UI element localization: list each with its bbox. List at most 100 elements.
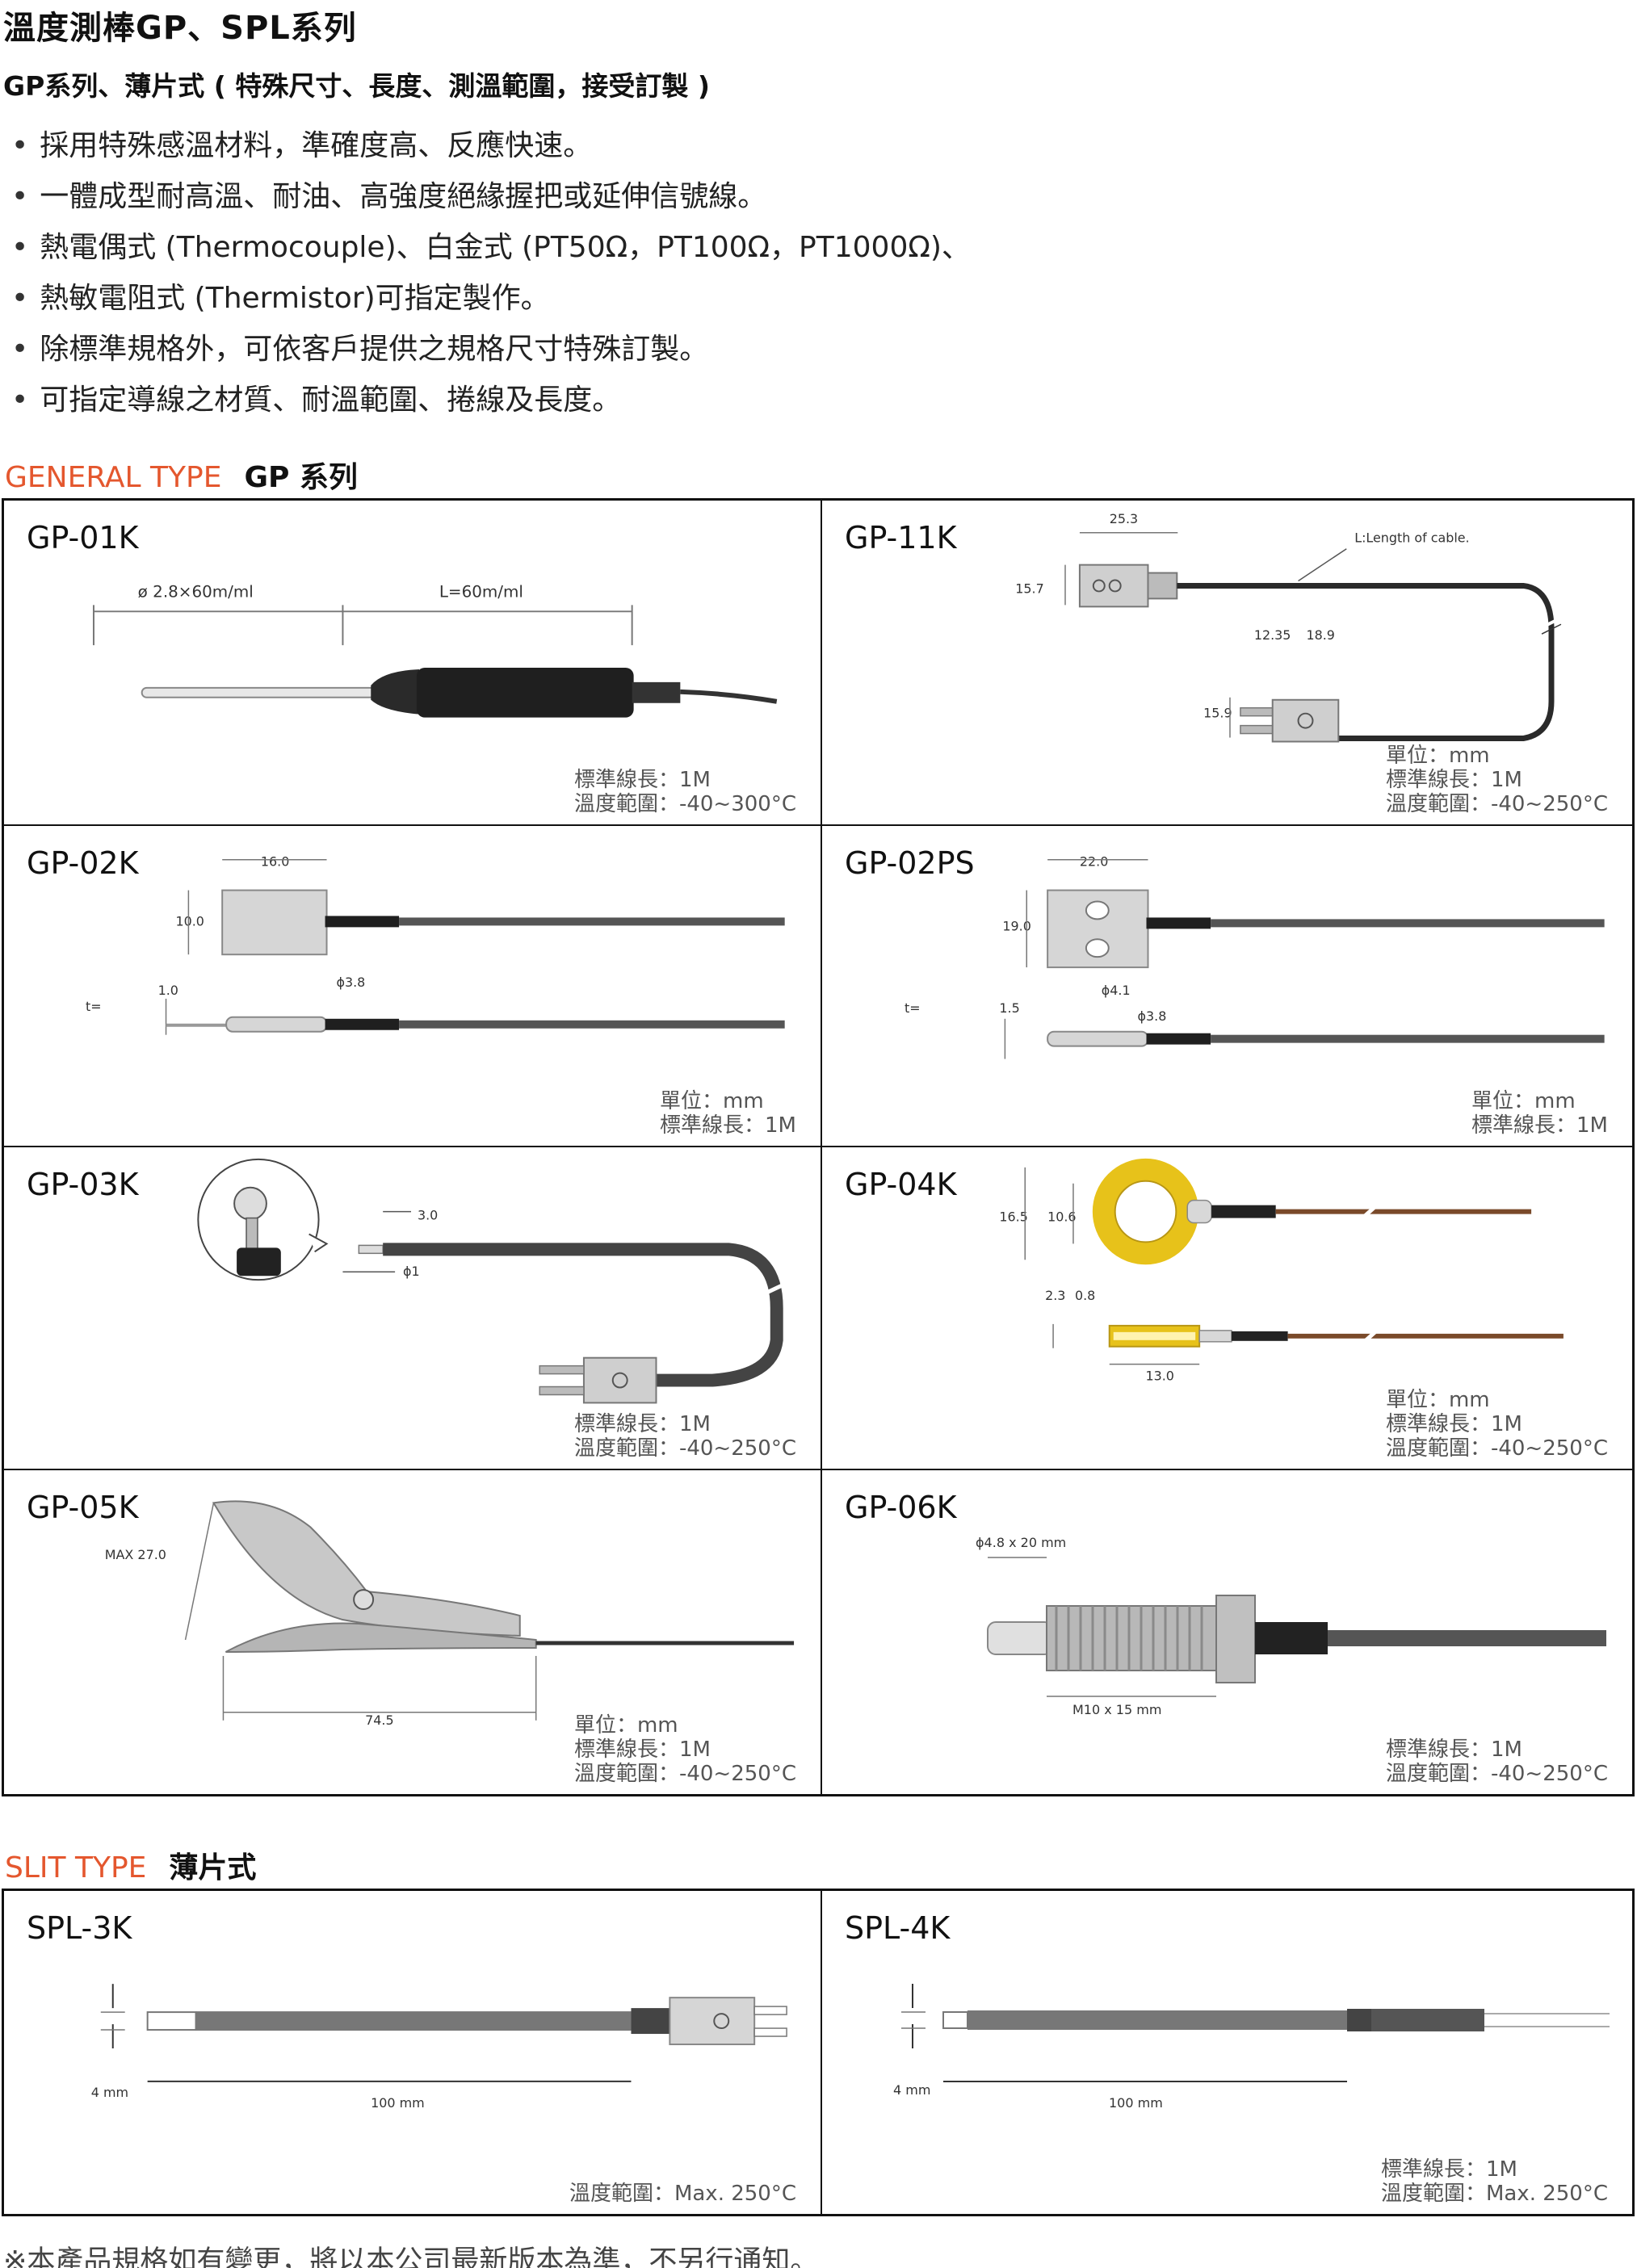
- feature-item: 熱電偶式 (Thermocouple)、白金式 (PT50Ω，PT100Ω，PT…: [11, 231, 971, 282]
- spec-line: 溫度範圍：-40~250°C: [1385, 792, 1608, 816]
- product-cell-spl4k: SPL-4K 4 mm 100 mm 標準線長：1M 溫度範圍：Max. 250…: [822, 1891, 1632, 2214]
- gp05k-diagram: MAX 27.0 74.5: [105, 1500, 795, 1728]
- gp03k-diagram: 3.0 ϕ1: [197, 1158, 790, 1404]
- model-name: SPL-4K: [845, 1910, 951, 1946]
- model-name: GP-04K: [845, 1167, 957, 1202]
- product-cell-gp02ps: GP-02PS 22.0 19.0 ϕ4.1 ϕ3.8 t= 1.5 單位：mm…: [822, 826, 1632, 1147]
- cable: [1328, 1630, 1606, 1646]
- dim-diameter: ϕ1: [403, 1264, 420, 1279]
- connector-female: [1078, 564, 1149, 608]
- model-name: GP-06K: [845, 1490, 957, 1525]
- spec-line: 溫度範圍：-40~250°C: [1385, 1436, 1608, 1461]
- product-cell-gp11k: GP-11K 25.3 15.7 L:Length of cable. 12.3…: [822, 501, 1632, 826]
- dim-gap: 0.8: [1075, 1288, 1095, 1303]
- spl4k-diagram: 4 mm 100 mm: [893, 1984, 1610, 2111]
- spec-block: 標準線長：1M 溫度範圍：-40~250°C: [574, 1412, 796, 1461]
- dim-height: 15.7: [1015, 581, 1043, 596]
- dim-width: 4 mm: [893, 2082, 930, 2098]
- dim-diameter: ø 2.8×60m/ml: [138, 582, 254, 601]
- model-name: GP-01K: [27, 520, 139, 555]
- section-title-en: SLIT TYPE: [5, 1851, 147, 1884]
- gp02ps-diagram: 22.0 19.0 ϕ4.1 ϕ3.8 t= 1.5: [905, 854, 1605, 1059]
- probe-cable: [680, 689, 778, 704]
- product-cell-gp05k: GP-05K MAX 27.0 74.5 單位：mm 標準線長：1M 溫度範圍：…: [4, 1470, 822, 1794]
- model-name: GP-11K: [845, 520, 957, 555]
- spec-line: 溫度範圍：-40~250°C: [1385, 1762, 1608, 1786]
- spec-block: 標準線長：1M 溫度範圍：-40~250°C: [1386, 1738, 1608, 1786]
- connector-male: [1271, 698, 1340, 743]
- general-type-grid: GP-01K ø 2.8×60m/ml L=60m/ml 標準線長：1M 溫度範…: [2, 498, 1635, 1796]
- model-name: GP-02K: [27, 845, 139, 881]
- product-cell-gp01k: GP-01K ø 2.8×60m/ml L=60m/ml 標準線長：1M 溫度範…: [4, 501, 822, 826]
- spec-line: 標準線長：1M: [660, 1113, 796, 1138]
- feature-item: 可指定導線之材質、耐溫範圍、捲線及長度。: [11, 384, 971, 434]
- slit-type-heading: SLIT TYPE 薄片式: [5, 1844, 256, 1886]
- dim-hole: ϕ4.1: [1102, 983, 1131, 998]
- spec-line: 單位：mm: [1385, 1388, 1490, 1412]
- dim-length: 100 mm: [371, 2095, 425, 2111]
- ring-sensor: [1092, 1158, 1199, 1265]
- spec-line: 標準線長：1M: [1380, 2157, 1517, 2182]
- dim-body: 18.9: [1307, 627, 1335, 643]
- spec-line: 溫度範圍：-40~250°C: [573, 1436, 796, 1461]
- product-cell-gp04k: GP-04K 16.5 10.6 2.3 0.8 13.0 單位：mm: [822, 1147, 1632, 1470]
- strain-relief: [632, 681, 681, 703]
- clip-upper-jaw: [212, 1500, 521, 1637]
- dim-outer: 16.5: [999, 1209, 1027, 1225]
- spec-line: 標準線長：1M: [1385, 1412, 1522, 1436]
- probe-tip: [987, 1621, 1053, 1655]
- spec-block: 單位：mm 標準線長：1M 溫度範圍：-40~250°C: [1386, 744, 1608, 816]
- sensor-strip: [968, 2010, 1347, 2030]
- section-title-zh: GP 系列: [244, 461, 358, 494]
- cable: [1177, 582, 1555, 742]
- dim-thickness: 1.0: [158, 983, 178, 998]
- page-subtitle: GP系列、薄片式 ( 特殊尺寸、長度、測溫範圍，接受訂製 ): [3, 70, 710, 102]
- section-title-zh: 薄片式: [169, 1851, 257, 1884]
- sensor-plate: [221, 889, 328, 956]
- dim-width: 16.0: [261, 854, 289, 870]
- gp01k-diagram: ø 2.8×60m/ml L=60m/ml: [92, 582, 778, 718]
- threaded-body: [1046, 1605, 1217, 1671]
- hex-nut: [1215, 1595, 1256, 1683]
- gp11k-diagram: 25.3 15.7 L:Length of cable. 12.35 18.9 …: [1015, 511, 1562, 743]
- cable: [1211, 919, 1605, 928]
- spec-line: 溫度範圍：Max. 250°C: [569, 2182, 796, 2206]
- dim-tip: ϕ4.8 x 20 mm: [976, 1535, 1066, 1550]
- slit-type-grid: SPL-3K 4 mm 100 mm 溫度範圍：Max. 250°C SPL-4…: [2, 1889, 1635, 2216]
- dim-body-height: 15.9: [1203, 706, 1232, 721]
- connector-male: [669, 1997, 756, 2046]
- spec-line: 標準線長：1M: [1385, 768, 1522, 792]
- dim-opening: MAX 27.0: [105, 1547, 166, 1562]
- model-name: SPL-3K: [27, 1910, 132, 1946]
- feature-item: 一體成型耐高溫、耐油、高強度絕緣握把或延伸信號線。: [11, 180, 971, 231]
- dim-thickness: 1.5: [999, 1000, 1019, 1016]
- cable: [399, 917, 785, 926]
- spec-line: 標準線長：1M: [573, 768, 711, 792]
- connector-male: [582, 1356, 657, 1404]
- feature-item: 熱敏電阻式 (Thermistor)可指定製作。: [11, 282, 971, 333]
- product-cell-gp06k: GP-06K ϕ4.8 x 20 mm M10 x 15 mm 標準線長：1M …: [822, 1470, 1632, 1794]
- spec-block: 單位：mm 標準線長：1M: [660, 1089, 796, 1138]
- thickness-label: t=: [86, 999, 102, 1014]
- feature-item: 採用特殊感溫材料，準確度高、反應快速。: [11, 129, 971, 180]
- dim-length: 100 mm: [1109, 2095, 1163, 2111]
- spec-line: 單位：mm: [1471, 1089, 1576, 1113]
- probe-rod: [141, 686, 376, 698]
- dim-width: 25.3: [1110, 511, 1138, 526]
- cable: [383, 1243, 783, 1387]
- footer-notice: ※本產品規格如有變更，將以本公司最新版本為準，不另行通知。: [3, 2245, 819, 2268]
- product-cell-gp02k: GP-02K 16.0 10.0 t= 1.0 ϕ3.8 單位：mm 標準線長：…: [4, 826, 822, 1147]
- dim-diameter: ϕ3.8: [1138, 1008, 1167, 1024]
- dim-width: 13.0: [1146, 1369, 1174, 1384]
- spec-line: 標準線長：1M: [1385, 1738, 1522, 1762]
- spec-block: 單位：mm 標準線長：1M 溫度範圍：-40~250°C: [1386, 1388, 1608, 1461]
- spec-line: 單位：mm: [660, 1089, 764, 1113]
- spec-line: 單位：mm: [573, 1713, 678, 1738]
- spec-line: 標準線長：1M: [573, 1412, 711, 1436]
- sensor-strip: [195, 2011, 632, 2031]
- cable-label: L:Length of cable.: [1354, 530, 1469, 546]
- handle-taper: [371, 669, 419, 715]
- dim-inner: 10.6: [1047, 1209, 1076, 1225]
- model-name: GP-02PS: [845, 845, 975, 881]
- gp02k-diagram: 16.0 10.0 t= 1.0 ϕ3.8: [86, 854, 785, 1035]
